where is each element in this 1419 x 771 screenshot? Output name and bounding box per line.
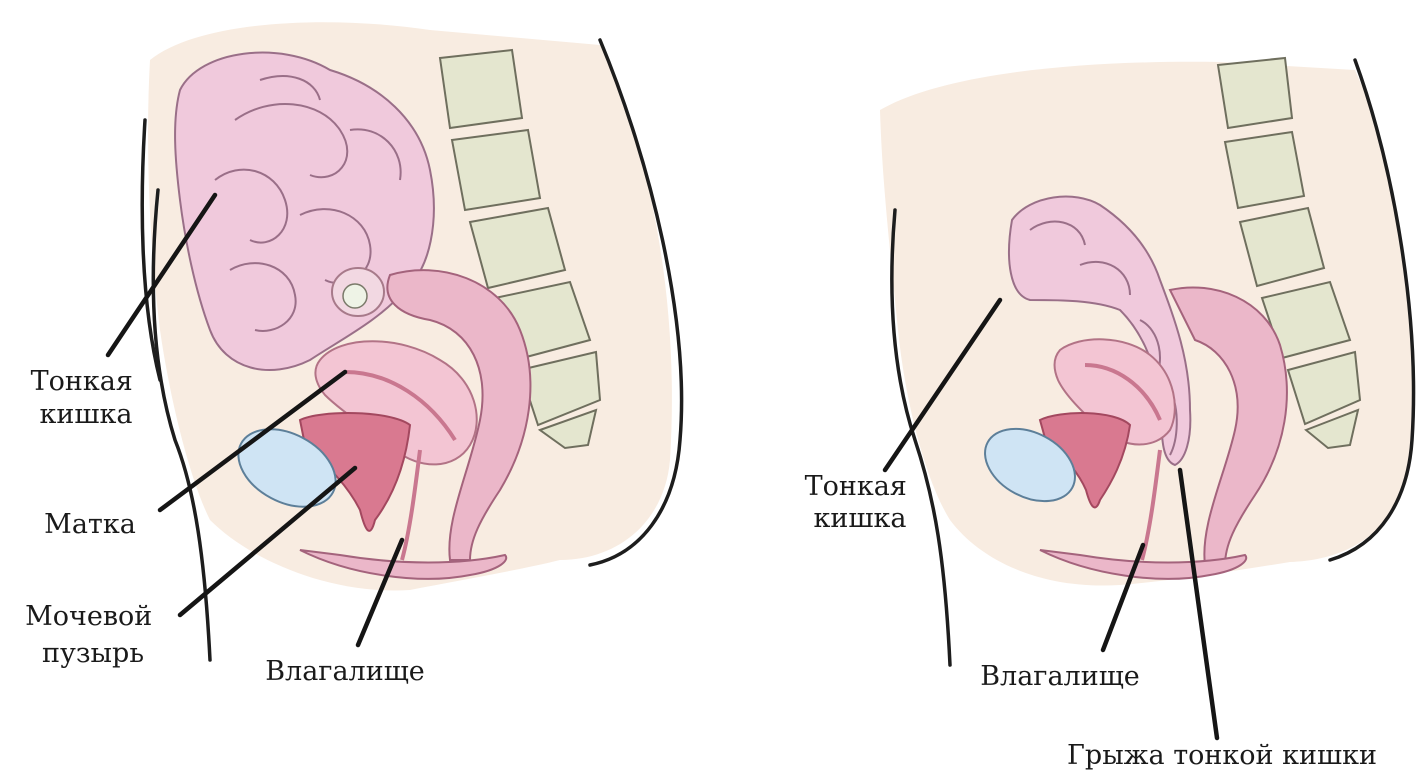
right-small-intestine-label: Тонкая кишка [805,471,916,534]
left-vagina-label: Влагалище [265,656,425,687]
right-enterocele-label: Грыжа тонкой кишки [1067,740,1377,771]
left-ovary [332,268,384,316]
left-uterus-label: Матка [44,509,136,540]
left-pelvis-illustration [142,22,681,660]
right-vagina-label: Влагалище [980,661,1140,692]
left-bladder-label: Мочевой пузырь [25,601,161,669]
left-small-intestine-label: Тонкая кишка [31,366,142,430]
